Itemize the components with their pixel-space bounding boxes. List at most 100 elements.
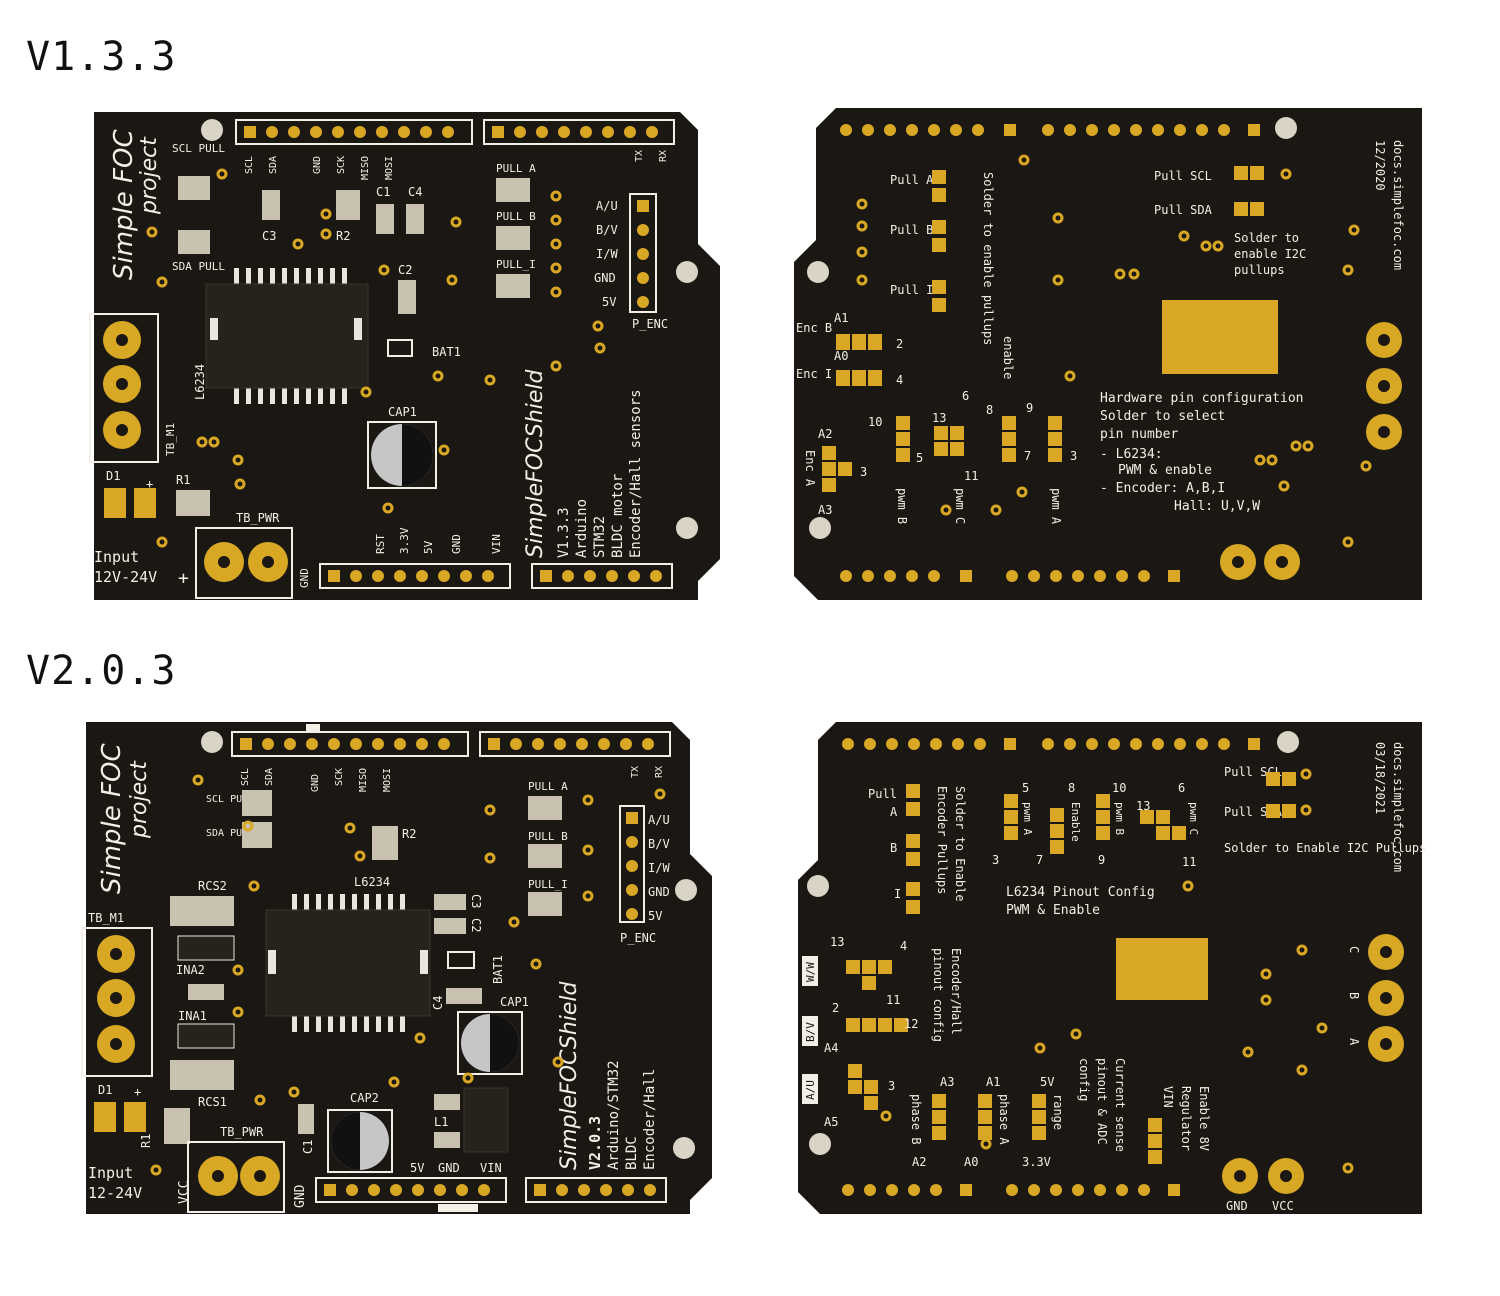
board-v1-back: docs.simplefoc.com 12/2020 Pull A Pull B… (786, 104, 1426, 604)
header-label: GND (310, 774, 321, 792)
header-label: MISO (358, 768, 369, 792)
mounting-hole (676, 261, 698, 283)
label-enable: enable (1001, 336, 1015, 379)
label-input-voltage: 12V-24V (94, 568, 157, 586)
label-c: C (1347, 946, 1361, 953)
heading-v1: V1.3.3 (26, 34, 177, 80)
header-label-tx: TX (634, 150, 645, 162)
config-line: pin number (1100, 427, 1178, 442)
label-num: 3 (860, 465, 867, 479)
brand-subtext: project (127, 760, 152, 839)
label-b: B (1347, 992, 1361, 999)
phase-label: B/V (804, 1022, 817, 1042)
header-top-right (483, 119, 675, 145)
enc-num: 12 (904, 1017, 918, 1031)
enc-num: 3 (888, 1079, 895, 1093)
label-gnd: GND (293, 1184, 308, 1208)
enc-num: 2 (832, 1001, 839, 1015)
mounting-hole (807, 261, 829, 283)
power-label: VIN (480, 1161, 502, 1175)
label-cap1: CAP1 (388, 405, 417, 419)
header-label: SCL (240, 768, 251, 786)
header-label: GND (312, 156, 323, 174)
label-sda-pull: SDA PULL (206, 828, 254, 839)
label-solder-i2c: enable I2C (1234, 247, 1306, 261)
tb-m1 (89, 313, 159, 463)
back-url: docs.simplefoc.com (1391, 742, 1405, 872)
label-d1: D1 (106, 469, 120, 483)
label-a2: A2 (818, 427, 832, 441)
label-pwm-b: pwm B (1113, 802, 1126, 835)
enc-pin-label: A/U (596, 199, 618, 213)
header-top-left (235, 119, 473, 145)
brand-text: Simple FOC (109, 129, 139, 280)
pwm-num: 10 (1112, 781, 1126, 795)
phase-label: W/W (804, 962, 817, 982)
mounting-hole (807, 875, 829, 897)
header-label: SDA (264, 768, 275, 786)
label-enc-b: Enc B (796, 321, 832, 335)
label-encoder-hall: Encoder/Hall (949, 948, 963, 1035)
label-a0: A0 (964, 1155, 978, 1169)
mounting-hole (201, 731, 223, 753)
pwm-num: 6 (1178, 781, 1185, 795)
enc-pin-label: GND (594, 271, 616, 285)
config-line: - L6234: (1100, 447, 1163, 462)
label-num: 3 (1070, 449, 1077, 463)
label-c2: C2 (469, 918, 483, 932)
power-label: GND (438, 1161, 460, 1175)
label-ina1: INA1 (178, 1009, 207, 1023)
label-c1: C1 (301, 1140, 315, 1154)
label-solder-encoder: Encoder Pullups (935, 786, 949, 894)
label-input: Input (94, 548, 139, 566)
label-num: 9 (1026, 401, 1033, 415)
pcb-outline (798, 722, 1422, 1214)
enc-pin-label: B/V (648, 837, 670, 851)
label-5v: 5V (1040, 1075, 1054, 1089)
label-pull: Pull (868, 787, 897, 801)
label-pull-sda: Pull SDA (1154, 203, 1213, 217)
label-r2: R2 (402, 827, 416, 841)
label-num: 11 (964, 469, 978, 483)
label-pwm-a: pwm A (1021, 802, 1034, 835)
label-c2: C2 (398, 263, 412, 277)
label-num: 8 (986, 403, 993, 417)
label-enable-8v: Regulator (1179, 1086, 1193, 1151)
pwm-num: 8 (1068, 781, 1075, 795)
label-solder-encoder: Solder to Enable (953, 786, 967, 902)
label-d1: D1 (98, 1083, 112, 1097)
label-enable-8v: Enable 8V (1197, 1086, 1211, 1151)
label-num: 13 (932, 411, 946, 425)
header-label-tx: TX (630, 766, 641, 778)
pwm-num: 13 (1136, 799, 1150, 813)
label-plus: + (134, 1085, 141, 1099)
label-ina2: INA2 (176, 963, 205, 977)
label-vcc: VCC (177, 1181, 192, 1204)
label-c1: C1 (376, 185, 390, 199)
enc-pin-label: 5V (602, 295, 616, 309)
label-pull-b: Pull B (890, 223, 933, 237)
back-date: 12/2020 (1373, 140, 1387, 191)
shield-desc: Encoder/Hall (642, 1069, 658, 1170)
label-enc-i: Enc I (796, 367, 832, 381)
label-num: 10 (868, 415, 882, 429)
shield-desc: Arduino/STM32 (606, 1060, 622, 1170)
enc-num: 4 (900, 939, 907, 953)
label-pwm-c: pwm C (1187, 802, 1200, 835)
enc-num: A4 (824, 1041, 838, 1055)
label-num: 5 (916, 451, 923, 465)
label-enable: Enable (1069, 802, 1082, 842)
mounting-hole (1277, 731, 1299, 753)
header-label: MOSI (382, 768, 393, 792)
label-a0: A0 (834, 349, 848, 363)
label-current-sense: pinout & ADC (1095, 1058, 1109, 1145)
header-label: SDA (268, 156, 279, 174)
label-i: I (894, 887, 901, 901)
enc-pin-label: A/U (648, 813, 670, 827)
label-solder-i2c: Solder to (1234, 231, 1299, 245)
tb-pwr (187, 1141, 285, 1213)
pwm-num: 7 (1036, 853, 1043, 867)
header-label: SCL (244, 156, 255, 174)
mounting-hole (201, 119, 223, 141)
config-line: Hall: U,V,W (1174, 499, 1260, 514)
